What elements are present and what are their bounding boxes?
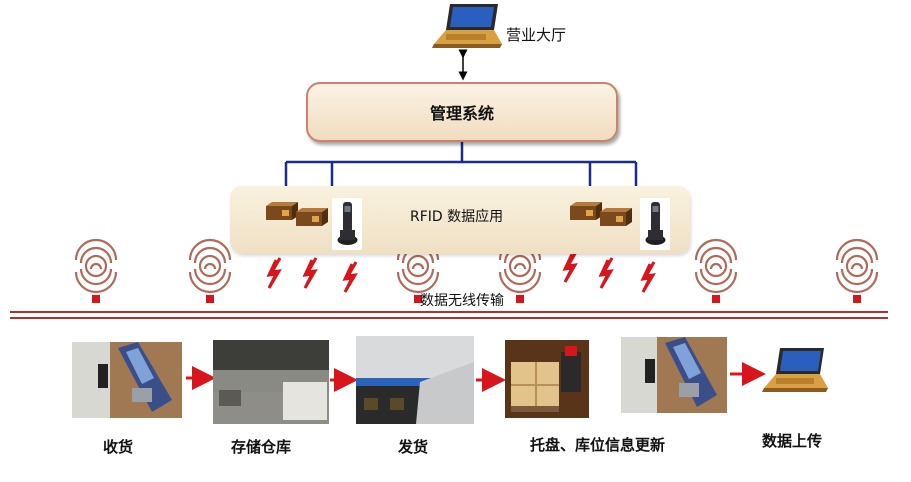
laptop-icon xyxy=(432,4,502,48)
warehouse-photo xyxy=(213,340,329,424)
fixed-reader-icon xyxy=(600,208,632,226)
management-label: 管理系统 xyxy=(429,104,494,123)
rfid-devices-left xyxy=(266,198,362,250)
pallet-forklift-photo xyxy=(505,340,589,418)
fixed-reader-icon xyxy=(296,208,328,226)
step-label-storage: 存储仓库 xyxy=(231,438,292,456)
step-label-pallet-update: 托盘、库位信息更新 xyxy=(530,436,666,454)
top-node-label: 营业大厅 xyxy=(506,26,567,44)
handheld-reader-icon xyxy=(640,198,670,250)
wireless-bolt-icon xyxy=(267,250,656,294)
transmission-rail xyxy=(10,311,888,319)
data-upload-reader-photo xyxy=(621,337,727,413)
management-system-box: 管理系统 xyxy=(306,82,618,142)
step-label-shipping: 发货 xyxy=(398,438,429,456)
rfid-devices-right xyxy=(570,198,670,250)
shipping-dock-photo xyxy=(356,336,474,424)
step-label-receiving: 收货 xyxy=(103,438,134,456)
wireless-transmission-label: 数据无线传输 xyxy=(420,293,504,309)
laptop-icon xyxy=(762,348,828,392)
handheld-reader-icon xyxy=(332,198,362,250)
step-label-data-upload: 数据上传 xyxy=(762,432,823,450)
fixed-reader-icon xyxy=(266,202,298,220)
rfid-app-label: RFID 数据应用 xyxy=(410,209,504,225)
handheld-reader-photo xyxy=(72,342,182,418)
process-arrows xyxy=(186,362,766,392)
fixed-reader-icon xyxy=(570,202,602,220)
